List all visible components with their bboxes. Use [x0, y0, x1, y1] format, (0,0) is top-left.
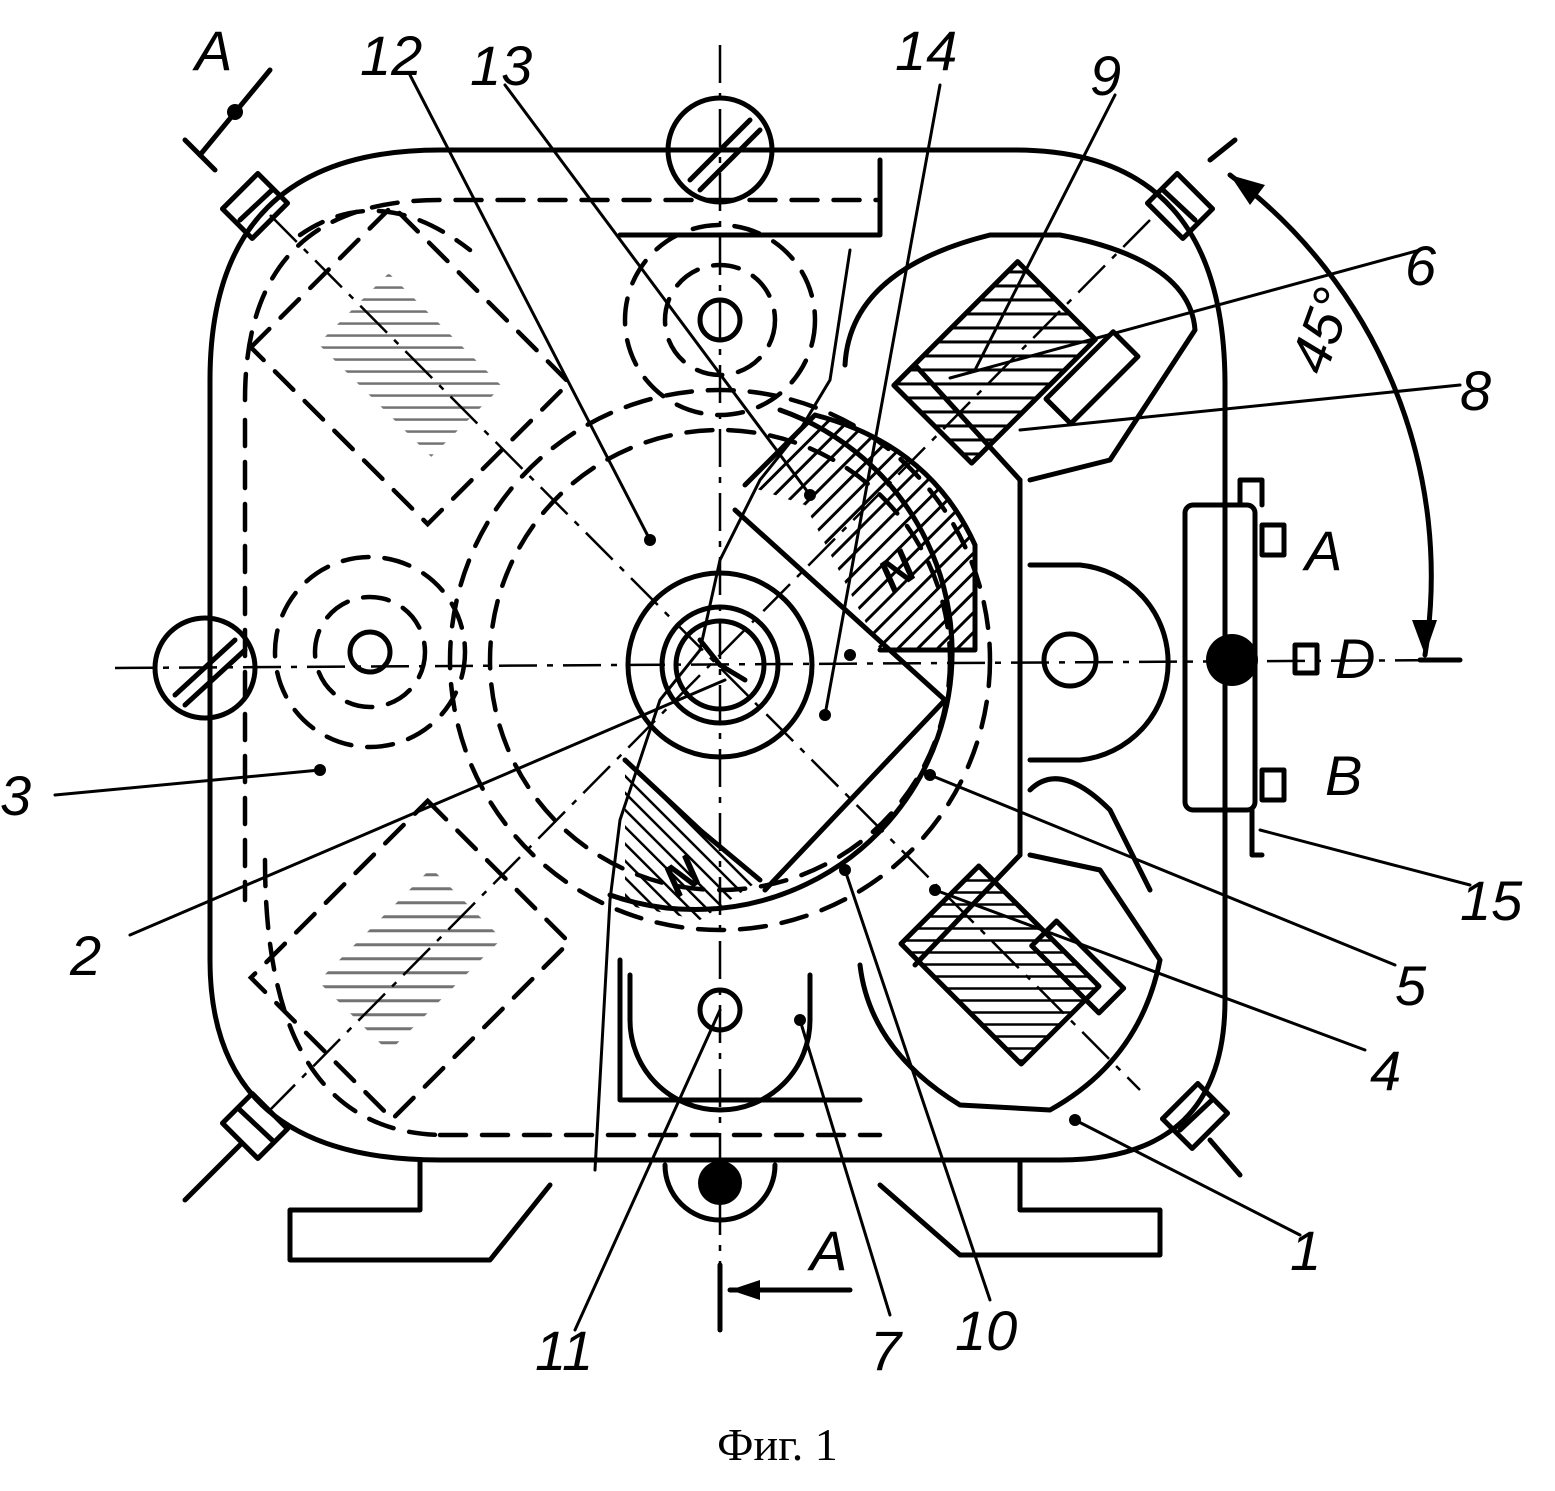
section-mark-top: A: [185, 19, 270, 170]
part-numbers: 1 2 3 4 5 6 7 8 9 10 11 12 13 14 15: [0, 19, 1523, 1382]
section-label-bottom: A: [807, 1219, 847, 1282]
part-label-3: 3: [0, 764, 31, 827]
terminal-labels: A D B: [1302, 519, 1375, 807]
part-label-7: 7: [870, 1319, 903, 1382]
part-label-12: 12: [360, 24, 422, 87]
part-label-6: 6: [1405, 234, 1437, 297]
angle-label: 45°: [1277, 280, 1365, 381]
section-mark-bottom: A: [730, 1219, 850, 1300]
part-label-2: 2: [69, 924, 101, 987]
figure-caption: Фиг. 1: [0, 1418, 1555, 1471]
section-label-top: A: [192, 19, 232, 82]
part-label-13: 13: [470, 34, 532, 97]
part-label-4: 4: [1370, 1039, 1401, 1102]
part-label-8: 8: [1460, 359, 1491, 422]
part-label-1: 1: [1290, 1219, 1321, 1282]
part-label-5: 5: [1395, 954, 1427, 1017]
housing: [155, 98, 1317, 1260]
terminal-a: A: [1302, 519, 1342, 582]
terminal-d: D: [1335, 627, 1375, 690]
part-label-10: 10: [955, 1299, 1017, 1362]
terminal-b: B: [1325, 744, 1362, 807]
part-label-9: 9: [1090, 44, 1121, 107]
part-label-11: 11: [535, 1319, 593, 1382]
coil-bottom-left: [251, 801, 569, 1119]
part-label-14: 14: [895, 19, 957, 82]
part-label-15: 15: [1460, 869, 1523, 932]
